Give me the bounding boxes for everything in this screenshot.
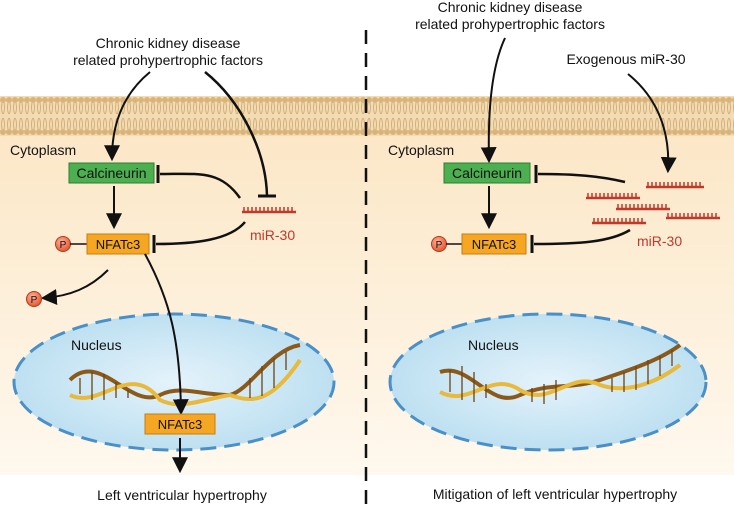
right-phospho-label: P [436, 240, 443, 251]
right-nfatc3-label: NFATc3 [472, 237, 517, 252]
right-nucleus [388, 312, 708, 452]
left-calcineurin-label: Calcineurin [76, 165, 146, 181]
right-mir30-strand-2 [586, 193, 640, 200]
left-phospho-label: P [60, 240, 67, 251]
left-mir30-inhibit-calcineurin-line [159, 172, 242, 199]
right-factors-line2: related prohypertrophic factors [415, 16, 605, 32]
right-mir30-strand-5 [592, 218, 646, 225]
right-calcineurin-label: Calcineurin [452, 165, 522, 181]
left-factors-inhibit-mir30-line [204, 71, 269, 197]
left-outcome-label: Left ventricular hypertrophy [97, 487, 267, 503]
right-mir30-inhibit-nfatc3-line [533, 228, 631, 246]
left-free-phospho-label: P [31, 295, 38, 306]
left-mir30-strand [242, 207, 296, 214]
left-nuclear-nfatc3-box [144, 413, 216, 435]
left-mir30-inhibit-nfatc3-line [155, 221, 246, 246]
right-mir30-strands [586, 182, 720, 225]
right-nfatc3-box [461, 233, 527, 255]
right-exogenous-arrow [627, 73, 677, 174]
right-outcome-label: Mitigation of left ventricular hypertrop… [433, 486, 677, 502]
left-nfatc3-translocation-arrow [144, 253, 189, 416]
left-nfatc3-box [86, 233, 150, 255]
right-dna-helix [439, 343, 682, 404]
right-panel: Chronic kidney disease related prohypert… [388, 0, 720, 502]
left-free-phospho-circle [26, 291, 42, 307]
right-mir30-strand-4 [666, 213, 720, 220]
left-factors-to-calcineurin-arrow [104, 71, 151, 162]
right-factors-to-calcineurin-arrow [480, 37, 506, 164]
left-nfatc3-label: NFATc3 [96, 237, 141, 252]
right-mir30-strand-1 [646, 182, 704, 189]
left-factors-line2: related prohypertrophic factors [73, 52, 263, 68]
left-factors-line1: Chronic kidney disease [96, 35, 241, 51]
left-panel: Chronic kidney disease related prohypert… [10, 35, 336, 503]
right-factors-line1: Chronic kidney disease [438, 0, 583, 15]
left-nuclear-nfatc3-label: NFATc3 [158, 417, 203, 432]
right-mir30-strand-3 [616, 204, 670, 211]
left-mir30-label: miR-30 [250, 227, 295, 243]
right-nucleus-label: Nucleus [468, 337, 519, 353]
left-nucleus-label: Nucleus [71, 337, 122, 353]
left-calcineurin-box [68, 162, 155, 184]
left-cytoplasm-label: Cytoplasm [10, 142, 76, 158]
right-calcineurin-box [443, 162, 531, 184]
right-mir30-inhibit-calcineurin-line [537, 172, 626, 184]
left-nucleus [12, 312, 336, 452]
left-dephospho-arrow [40, 269, 109, 305]
right-cytoplasm-label: Cytoplasm [388, 142, 454, 158]
right-mir30-label: miR-30 [637, 233, 682, 249]
right-exogenous-label: Exogenous miR-30 [566, 51, 685, 67]
